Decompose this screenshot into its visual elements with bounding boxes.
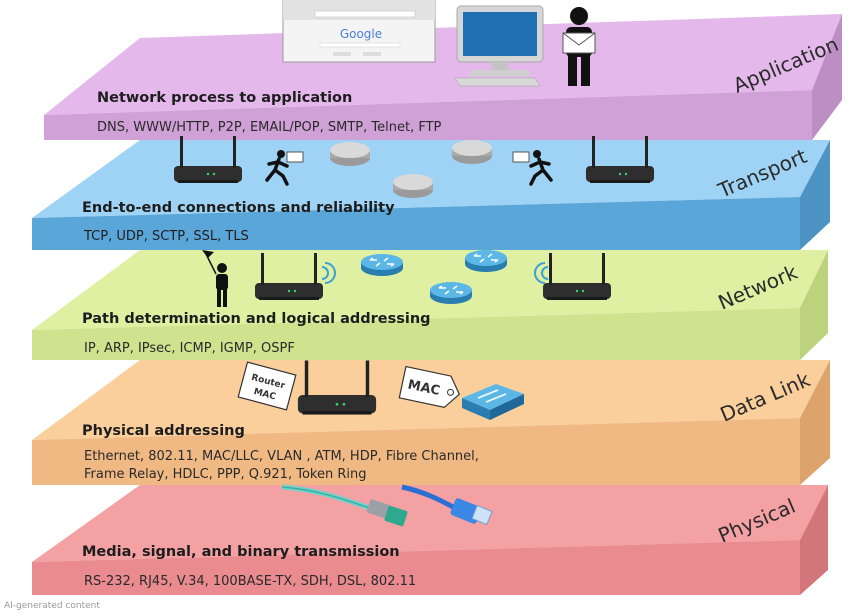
layer-title-application: Network process to application (97, 90, 352, 106)
layer-protocols-data-link-line2: Frame Relay, HDLC, PPP, Q.921, Token Rin… (84, 467, 366, 482)
layer-top-face (44, 14, 842, 115)
layer-protocols-network: IP, ARP, IPsec, ICMP, IGMP, OSPF (84, 341, 295, 356)
layer-protocols-physical: RS-232, RJ45, V.34, 100BASE-TX, SDH, DSL… (84, 574, 416, 589)
layer-front-face (32, 308, 800, 360)
layer-side-face (800, 360, 830, 485)
layer-side-face (812, 14, 842, 140)
router-cylinder-icon (429, 281, 473, 305)
layer-title-data-link: Physical addressing (82, 423, 245, 439)
layer-protocols-transport: TCP, UDP, SCTP, SSL, TLS (83, 229, 249, 244)
router-cylinder-icon (393, 174, 433, 198)
router-cylinder-icon (452, 140, 492, 164)
router-cylinder-icon (464, 249, 508, 273)
network-switch-icon (462, 384, 524, 420)
layer-side-face (800, 250, 828, 360)
layer-title-physical: Media, signal, and binary transmission (82, 544, 400, 560)
running-messenger-icon (512, 150, 553, 186)
layer-front-face (44, 90, 812, 140)
layer-side-face (800, 485, 828, 595)
layer-front-face (32, 197, 800, 250)
router-cylinder-icon (330, 142, 370, 166)
layer-title-network: Path determination and logical addressin… (82, 311, 431, 327)
person-flag-icon (202, 250, 228, 307)
layer-front-face (32, 540, 800, 595)
fiber-cable-icon (281, 484, 408, 527)
layer-application (44, 14, 842, 140)
layer-side-face (800, 140, 830, 250)
footer-note: AI-generated content (4, 601, 100, 611)
layer-protocols-data-link-line1: Ethernet, 802.11, MAC/LLC, VLAN , ATM, H… (84, 449, 479, 464)
router-cylinder-icon (360, 253, 404, 277)
person-envelope-icon (562, 7, 596, 86)
browser-window: Google (282, 0, 436, 63)
router-mac-tag: Router MAC (237, 361, 297, 411)
layer-front-face (32, 418, 800, 485)
layer-top-face (32, 485, 828, 562)
google-logo: Google (340, 27, 382, 41)
layer-physical (32, 485, 828, 595)
ethernet-cable-icon (401, 484, 493, 526)
mac-tag-label: MAC (406, 378, 441, 399)
running-messenger-icon (265, 150, 304, 186)
layer-protocols-application: DNS, WWW/HTTP, P2P, EMAIL/POP, SMTP, Tel… (97, 120, 442, 135)
computer-monitor-icon (454, 5, 544, 87)
layer-title-transport: End-to-end connections and reliability (82, 200, 395, 216)
mac-tag: MAC (398, 365, 461, 409)
